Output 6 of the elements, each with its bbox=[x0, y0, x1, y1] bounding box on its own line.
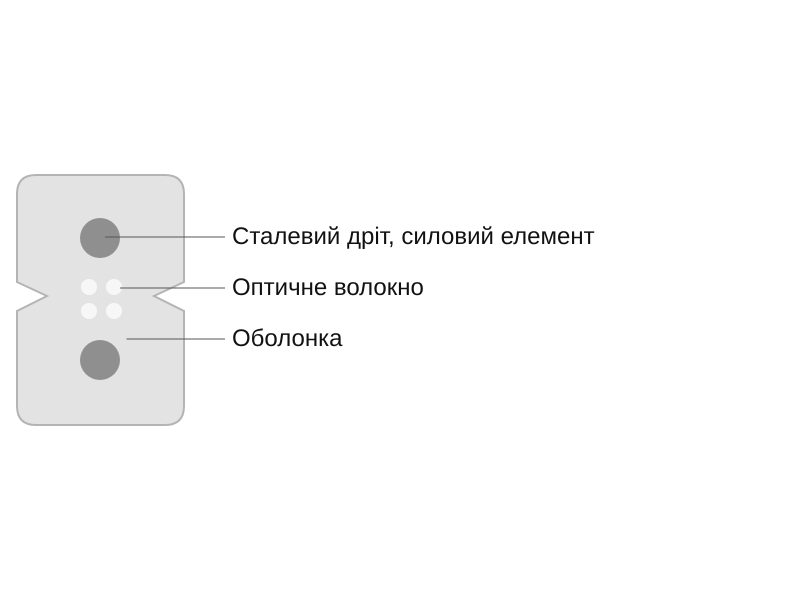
callout-label: Сталевий дріт, силовий елемент bbox=[232, 223, 595, 251]
leader-line bbox=[126, 338, 226, 340]
leader-line bbox=[104, 236, 226, 238]
callout-label: Оптичне волокно bbox=[232, 274, 424, 302]
cable-sheath-drawing bbox=[16, 174, 185, 426]
callout-label: Оболонка bbox=[232, 325, 342, 353]
